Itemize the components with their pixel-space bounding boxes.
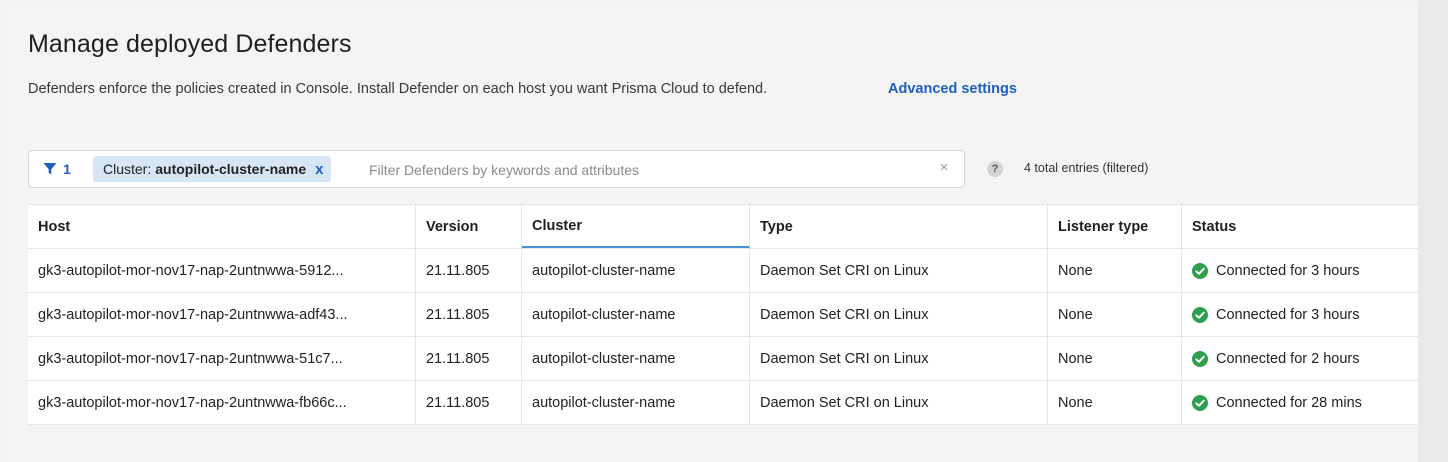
column-header-type[interactable]: Type [750, 205, 1048, 248]
column-header-cluster[interactable]: Cluster [522, 205, 750, 248]
clear-filter-icon[interactable]: × [935, 159, 953, 179]
cluster-cell: autopilot-cluster-name [522, 293, 750, 336]
status-cell: Connected for 28 mins [1182, 381, 1418, 424]
column-header-listener-type[interactable]: Listener type [1048, 205, 1182, 248]
check-circle-icon [1192, 307, 1208, 323]
filter-search-input[interactable] [367, 157, 911, 183]
filter-chip-value: autopilot-cluster-name [155, 161, 306, 177]
cluster-cell: autopilot-cluster-name [522, 381, 750, 424]
filter-toggle-button[interactable]: 1 [29, 151, 85, 187]
version-cell: 21.11.805 [416, 381, 522, 424]
type-cell: Daemon Set CRI on Linux [750, 293, 1048, 336]
entries-count: 4 total entries (filtered) [1024, 161, 1148, 175]
check-circle-icon [1192, 263, 1208, 279]
defenders-table: Host Version Cluster Type Listener type … [28, 204, 1418, 425]
listener-cell: None [1048, 381, 1182, 424]
table-row[interactable]: gk3-autopilot-mor-nov17-nap-2untnwwa-fb6… [28, 381, 1418, 425]
type-cell: Daemon Set CRI on Linux [750, 249, 1048, 292]
filter-chip-key: Cluster: [103, 161, 151, 177]
active-filter-count: 1 [63, 161, 71, 177]
column-header-host[interactable]: Host [28, 205, 416, 248]
status-text: Connected for 2 hours [1216, 351, 1359, 367]
listener-cell: None [1048, 337, 1182, 380]
listener-cell: None [1048, 293, 1182, 336]
advanced-settings-link[interactable]: Advanced settings [888, 81, 1017, 97]
host-cell: gk3-autopilot-mor-nov17-nap-2untnwwa-51c… [28, 337, 416, 380]
table-row[interactable]: gk3-autopilot-mor-nov17-nap-2untnwwa-adf… [28, 293, 1418, 337]
status-text: Connected for 28 mins [1216, 395, 1362, 411]
column-header-status[interactable]: Status [1182, 205, 1418, 248]
table-row[interactable]: gk3-autopilot-mor-nov17-nap-2untnwwa-591… [28, 249, 1418, 293]
version-cell: 21.11.805 [416, 249, 522, 292]
column-header-version[interactable]: Version [416, 205, 522, 248]
status-text: Connected for 3 hours [1216, 307, 1359, 323]
right-scroll-area [1418, 0, 1448, 462]
filter-chip-cluster[interactable]: Cluster: autopilot-cluster-name x [93, 156, 331, 182]
check-circle-icon [1192, 395, 1208, 411]
page-title: Manage deployed Defenders [28, 30, 352, 59]
table-row[interactable]: gk3-autopilot-mor-nov17-nap-2untnwwa-51c… [28, 337, 1418, 381]
version-cell: 21.11.805 [416, 293, 522, 336]
status-text: Connected for 3 hours [1216, 263, 1359, 279]
cluster-cell: autopilot-cluster-name [522, 249, 750, 292]
page-subtitle: Defenders enforce the policies created i… [28, 81, 767, 97]
listener-cell: None [1048, 249, 1182, 292]
help-icon[interactable]: ? [987, 161, 1003, 177]
host-cell: gk3-autopilot-mor-nov17-nap-2untnwwa-adf… [28, 293, 416, 336]
status-cell: Connected for 3 hours [1182, 249, 1418, 292]
status-cell: Connected for 2 hours [1182, 337, 1418, 380]
type-cell: Daemon Set CRI on Linux [750, 337, 1048, 380]
host-cell: gk3-autopilot-mor-nov17-nap-2untnwwa-fb6… [28, 381, 416, 424]
filter-funnel-icon [43, 162, 57, 176]
remove-chip-icon[interactable]: x [315, 161, 323, 178]
cluster-cell: autopilot-cluster-name [522, 337, 750, 380]
check-circle-icon [1192, 351, 1208, 367]
status-cell: Connected for 3 hours [1182, 293, 1418, 336]
host-cell: gk3-autopilot-mor-nov17-nap-2untnwwa-591… [28, 249, 416, 292]
version-cell: 21.11.805 [416, 337, 522, 380]
table-header-row: Host Version Cluster Type Listener type … [28, 205, 1418, 249]
filter-bar[interactable]: 1 Cluster: autopilot-cluster-name x × [28, 150, 965, 188]
type-cell: Daemon Set CRI on Linux [750, 381, 1048, 424]
